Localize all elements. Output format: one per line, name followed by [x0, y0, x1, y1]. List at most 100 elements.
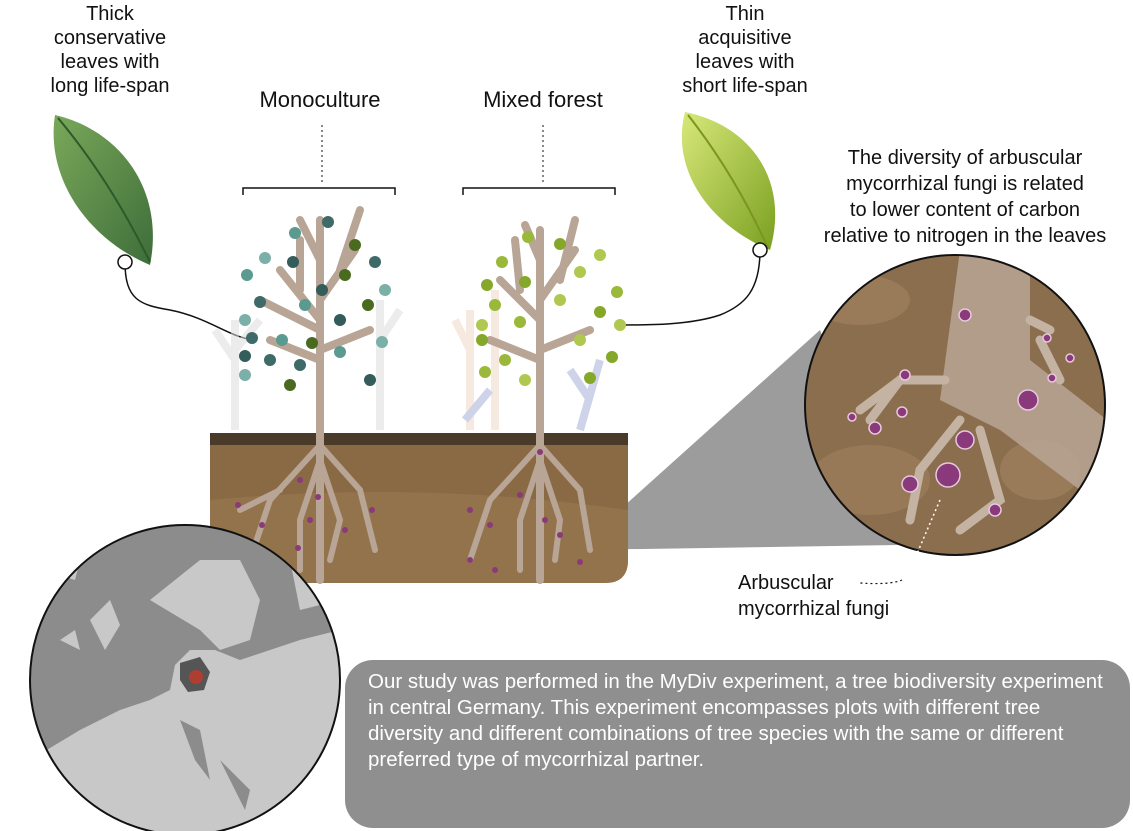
europe-globe: [30, 525, 340, 831]
dot: [369, 507, 375, 513]
dot: [339, 269, 351, 281]
thin-leaves-label: Thin acquisitive leaves with short life-…: [670, 2, 820, 98]
dot: [379, 284, 391, 296]
dot: [606, 351, 618, 363]
dot: [542, 517, 548, 523]
dot: [342, 527, 348, 533]
dot: [496, 256, 508, 268]
dot: [537, 449, 543, 455]
dot: [594, 249, 606, 261]
label-line: acquisitive: [698, 27, 792, 49]
dot: [487, 522, 493, 528]
fungi-label: Arbuscular mycorrhizal fungi: [738, 570, 889, 622]
fungi-pointer-line: [859, 499, 941, 584]
thin-leaf-icon: [621, 112, 776, 326]
dot: [349, 239, 361, 251]
background-trees: [211, 290, 604, 432]
dot: [334, 314, 346, 326]
fungi-label-line: mycorrhizal fungi: [738, 598, 890, 620]
dot: [476, 334, 488, 346]
dot: [611, 286, 623, 298]
dot: [235, 502, 241, 508]
dot: [519, 374, 531, 386]
dot: [492, 567, 498, 573]
dot: [467, 507, 473, 513]
fungi-label-line: Arbuscular: [738, 572, 834, 594]
dot: [614, 319, 626, 331]
label-line: short life-span: [682, 75, 808, 97]
dot: [254, 296, 266, 308]
dot: [467, 557, 473, 563]
dot: [287, 256, 299, 268]
dot: [264, 354, 276, 366]
dot: [334, 346, 346, 358]
dot: [239, 369, 251, 381]
dot: [594, 306, 606, 318]
dot: [297, 477, 303, 483]
dot: [481, 279, 493, 291]
dot: [376, 336, 388, 348]
dot: [259, 252, 271, 264]
mixed-leaf-dots: [476, 231, 626, 386]
note-line: mycorrhizal fungi is related: [846, 173, 1084, 195]
dot: [554, 238, 566, 250]
dot: [315, 494, 321, 500]
dot: [276, 334, 288, 346]
label-line: leaves with: [60, 51, 160, 73]
dot: [522, 231, 534, 243]
note-line: relative to nitrogen in the leaves: [823, 225, 1107, 247]
label-line: Thin: [725, 3, 765, 25]
study-description: Our study was performed in the MyDiv exp…: [368, 670, 1103, 771]
dot: [584, 372, 596, 384]
mixed-tree: [467, 216, 594, 584]
dot: [316, 284, 328, 296]
dot: [574, 266, 586, 278]
dot: [369, 256, 381, 268]
dot: [364, 374, 376, 386]
dot: [307, 517, 313, 523]
study-box-bg: [345, 660, 1130, 828]
mixed-forest-bracket: [462, 125, 616, 195]
dot: [574, 334, 586, 346]
fungi-zoom-circle: [805, 255, 1105, 555]
dot: [554, 294, 566, 306]
dot: [289, 227, 301, 239]
dot: [284, 379, 296, 391]
monoculture-leaf-dots: [239, 216, 391, 391]
dot: [239, 350, 251, 362]
label-line: long life-span: [50, 75, 170, 97]
dot: [259, 522, 265, 528]
thick-leaves-label: Thick conservative leaves with long life…: [40, 2, 180, 98]
dot: [299, 299, 311, 311]
dot: [489, 299, 501, 311]
label-line: conservative: [53, 27, 167, 49]
dot: [479, 366, 491, 378]
dot: [322, 216, 334, 228]
label-line: Thick: [86, 3, 134, 25]
dot: [514, 316, 526, 328]
dot: [476, 319, 488, 331]
dot: [517, 492, 523, 498]
dot: [241, 269, 253, 281]
monoculture-title: Monoculture: [259, 87, 381, 112]
note-line: to lower content of carbon: [849, 199, 1081, 221]
dot: [246, 332, 258, 344]
dot: [519, 276, 531, 288]
root-fungi-dots: [235, 449, 583, 573]
mixed-forest-title: Mixed forest: [483, 87, 603, 112]
thick-leaf-icon: [53, 115, 256, 341]
dot: [362, 299, 374, 311]
diversity-note: The diversity of arbuscular mycorrhizal …: [800, 145, 1130, 249]
dot: [557, 532, 563, 538]
monoculture-bracket: [242, 125, 396, 195]
label-line: leaves with: [695, 51, 795, 73]
dot: [499, 354, 511, 366]
dot: [577, 559, 583, 565]
study-site-marker: [189, 670, 203, 684]
dot: [239, 314, 251, 326]
dot: [294, 359, 306, 371]
dot: [306, 337, 318, 349]
note-line: The diversity of arbuscular: [847, 147, 1083, 169]
dot: [295, 545, 301, 551]
